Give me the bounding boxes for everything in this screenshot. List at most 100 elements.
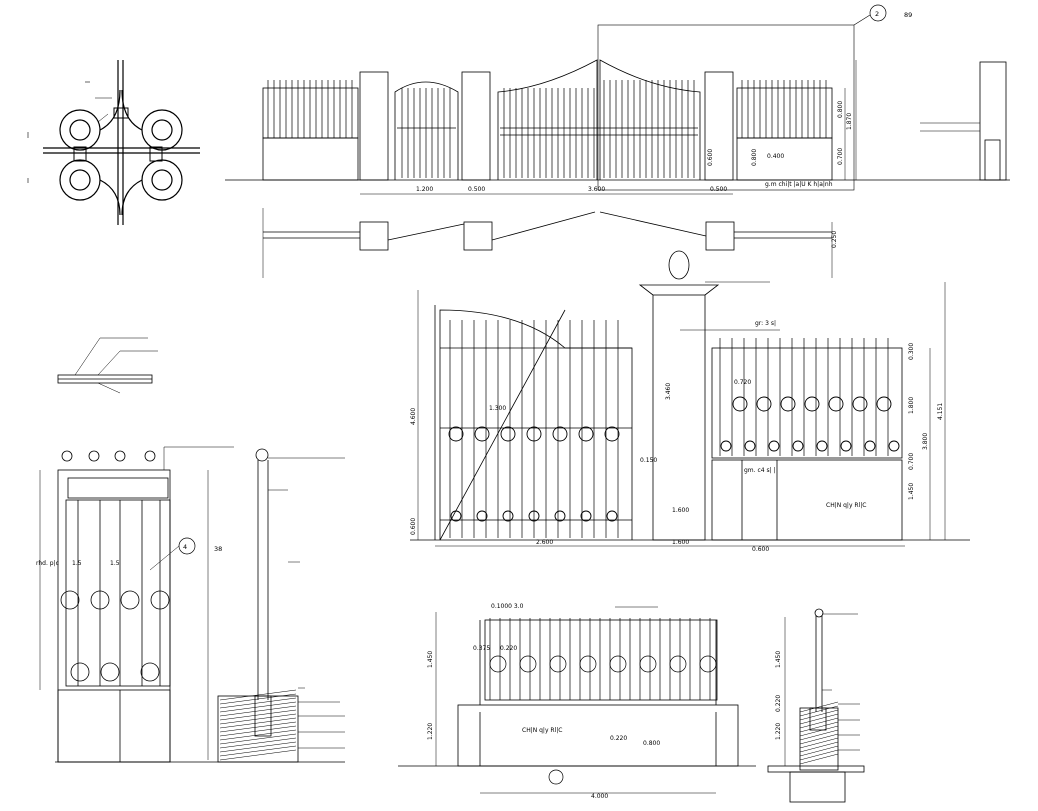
- hatch-line: [219, 701, 297, 713]
- scroll-ornament: [604, 426, 620, 442]
- fsdim-1450: 1.450: [775, 651, 782, 668]
- ornament-detail: [27, 60, 200, 225]
- gdim-0300: 0.300: [908, 343, 915, 360]
- hatch-line: [799, 745, 839, 757]
- gdim-1600b: 1.600: [672, 507, 689, 514]
- scroll-ornament: [528, 510, 540, 522]
- scroll-ornament: [639, 655, 657, 673]
- finial: [144, 450, 156, 462]
- hatch-line: [799, 709, 839, 721]
- scroll-ornament: [888, 440, 900, 452]
- scroll-ornament: [500, 426, 516, 442]
- section-sheet: 89: [904, 11, 912, 19]
- hatch-line: [219, 697, 297, 709]
- scroll-ornament: [519, 655, 537, 673]
- small-gate-side-label: rhd. p|c: [36, 560, 59, 567]
- hatch-line: [219, 693, 297, 705]
- scroll-ornament: [120, 590, 140, 610]
- gdim-0600: 0.600: [752, 546, 769, 553]
- scroll-ornament: [699, 655, 717, 673]
- scroll-ornament: [864, 440, 876, 452]
- dim-3600: 3.600: [588, 186, 605, 193]
- dim-1200: 1.200: [416, 186, 433, 193]
- front-note: g.m chi|t |a|U K h|a|nh: [765, 181, 833, 188]
- hatch-line: [799, 705, 839, 717]
- fence-section-dims: 1.450 1.220 0.220: [775, 651, 782, 740]
- gdim-1800: 1.800: [908, 397, 915, 414]
- gdim-0700: 0.700: [908, 453, 915, 470]
- scroll-ornament: [578, 426, 594, 442]
- fdim-0220: 0.220: [500, 645, 517, 652]
- small-gate-labels: 4 38 rhd. p|c 1.5 1.5: [36, 543, 222, 567]
- vdim-0800b: 0.800: [751, 149, 758, 166]
- fence-elevation-dims: 0.1000 3.0 0.220 0.375 1.450 1.220 0.220…: [427, 603, 660, 800]
- hatch-line: [799, 721, 839, 733]
- scroll-ornament: [768, 440, 780, 452]
- hatch-line: [219, 733, 297, 745]
- scroll-ornament: [876, 396, 892, 412]
- scroll-ornament: [100, 662, 120, 682]
- scroll-ornament: [609, 655, 627, 673]
- hatch-line: [799, 753, 839, 765]
- fsdim-0220: 0.220: [775, 695, 782, 712]
- gate-note-2: gr: 3 s|: [755, 320, 776, 327]
- enlarged-gate-elevation: [410, 250, 970, 547]
- small-gate-sheet: 38: [214, 545, 222, 553]
- scroll-ornament: [780, 396, 796, 412]
- fence-elevation: [398, 606, 756, 794]
- hatch-line: [799, 737, 839, 749]
- hatch-line: [799, 749, 839, 761]
- plan-dim: 0.250: [831, 231, 838, 248]
- scroll-ornament: [552, 426, 568, 442]
- finial: [88, 450, 100, 462]
- gdim-1450: 1.450: [908, 483, 915, 500]
- scroll-ornament: [150, 590, 170, 610]
- gate-note-3: CH|N q|y Rl|C: [826, 502, 866, 509]
- scroll-ornament: [448, 426, 464, 442]
- small-gate-elevation: [39, 446, 345, 763]
- scroll-ornament: [840, 440, 852, 452]
- hatch-line: [219, 709, 297, 721]
- scroll-ornament: [474, 426, 490, 442]
- small-gate-mark: 4: [183, 543, 187, 551]
- fdim-4000: 4.000: [591, 793, 608, 800]
- finial: [61, 450, 73, 462]
- small-gate-unit-2: 1.5: [110, 560, 120, 567]
- scroll-ornament: [669, 655, 687, 673]
- scroll-ornament: [526, 426, 542, 442]
- hatch-line: [219, 689, 297, 701]
- gate-note-1: gm. c4 s| |: [744, 467, 776, 474]
- hatch-line: [219, 725, 297, 737]
- scroll-ornament: [732, 396, 748, 412]
- plan-view: [262, 208, 833, 278]
- hatch-line: [799, 733, 839, 745]
- finial: [114, 450, 126, 462]
- scroll-ornament: [476, 510, 488, 522]
- scroll-ornament: [579, 655, 597, 673]
- fence-section: [767, 608, 865, 803]
- vdim-0700: 0.700: [837, 148, 844, 165]
- scroll-ornament: [489, 655, 507, 673]
- hatch-line: [219, 741, 297, 753]
- gdim-4151: 4.151: [937, 403, 944, 420]
- scroll-ornament: [792, 440, 804, 452]
- hatch-line: [219, 705, 297, 717]
- front-elevation: [225, 4, 1010, 195]
- scroll-ornament: [549, 655, 567, 673]
- gdim-3800: 3.800: [922, 433, 929, 450]
- hatch-line: [799, 729, 839, 741]
- gdim-2600: 2.600: [536, 539, 553, 546]
- hatch-line: [219, 721, 297, 733]
- scroll-ornament: [450, 510, 462, 522]
- finial: [255, 448, 269, 462]
- fdim-0375: 0.375: [473, 645, 490, 652]
- fence-label: CH|N q|y Rl|C: [522, 727, 562, 734]
- dim-0500-left: 0.500: [468, 186, 485, 193]
- vdim-1870: 1.870: [846, 113, 853, 130]
- front-elevation-dims: 1.200 0.500 3.600 0.500 0.400 g.m chi|t …: [416, 101, 853, 193]
- section-callout: 2 89: [875, 10, 912, 19]
- hatch-line: [219, 717, 297, 729]
- fsdim-1220: 1.220: [775, 723, 782, 740]
- hatch-line: [219, 745, 297, 757]
